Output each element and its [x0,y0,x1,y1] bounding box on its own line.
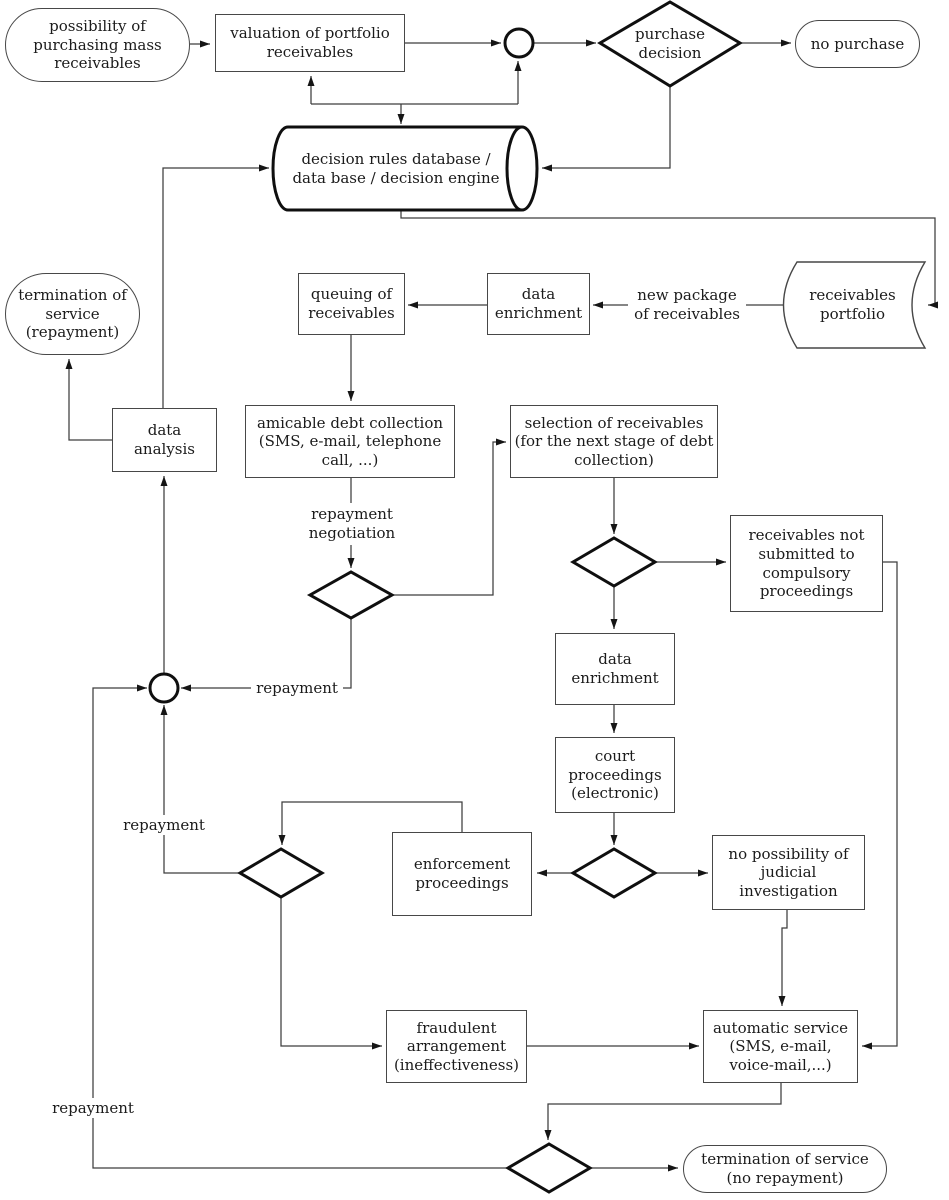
edge-label-new-package: new package of receivables [628,286,746,324]
node-valuation: valuation of portfolio receivables [215,14,405,72]
edge-diamond-repayment-to-circle [181,618,352,692]
receivables-portfolio-shape [782,261,927,349]
node-automatic-service: automatic service (SMS, e-mail, voice-ma… [703,1010,858,1083]
edge-analysis-to-termination [65,359,112,441]
edge-left-diamond-repayment-to-circle [160,705,240,874]
edge-label-repayment-bottom: repayment [47,1098,139,1118]
node-no-purchase: no purchase [795,20,920,68]
node-termination-no-repayment: termination of service (no repayment) [683,1145,887,1193]
database-cylinder-cap [505,125,539,212]
node-selection-of-receivables: selection of receivables (for the next s… [510,405,718,478]
edge-label-repayment-mid: repayment [251,678,343,698]
purchase-decision-diamond [597,0,743,88]
edge-database-to-portfolio [400,210,938,309]
submission-diamond [570,536,658,588]
merge-connector-left [148,672,180,704]
edge-label-repayment-negotiation: repayment negotiation [298,503,406,545]
node-decision-db-label: decision rules database / data base / de… [292,150,500,187]
merge-connector-top [503,27,535,59]
node-data-enrichment-2: data enrichment [555,633,675,705]
node-no-possibility: no possibility of judicial investigation [712,835,865,910]
edge-decision-to-database [542,86,671,172]
court-outcome-diamond [570,847,658,899]
edge-left-diamond-to-fraudulent [280,897,382,1050]
edge-diamond-to-selection [392,438,506,596]
final-outcome-diamond [505,1142,593,1194]
node-termination-repayment: termination of service (repayment) [5,273,140,355]
node-receivables-not-submitted: receivables not submitted to compulsory … [730,515,883,612]
node-data-analysis: data analysis [112,408,217,472]
node-possibility-of-purchasing: possibility of purchasing mass receivabl… [5,8,190,82]
node-purchase-decision-label: purchase decision [634,25,705,62]
edge-label-repayment-left: repayment [118,815,210,835]
edge-not-submitted-to-automatic [862,561,898,1050]
repayment-diamond-1 [306,570,396,620]
node-amicable-debt-collection: amicable debt collection (SMS, e-mail, t… [245,405,455,478]
edge-analysis-to-database [162,164,269,408]
node-data-enrichment-1: data enrichment [487,273,590,335]
database-cylinder-body [271,125,522,212]
enforcement-outcome-diamond [237,847,325,899]
node-fraudulent-arrangement: fraudulent arrangement (ineffectiveness) [386,1010,527,1083]
shapes [148,0,743,1194]
edge-enforcement-to-left-diamond [278,801,463,845]
node-enforcement-proceedings: enforcement proceedings [392,832,532,916]
node-queuing: queuing of receivables [298,273,405,335]
node-court-proceedings: court proceedings (electronic) [555,737,675,813]
edge-no-possibility-to-automatic [778,910,788,1006]
edge-automatic-to-final-diamond [544,1083,782,1140]
node-receivables-portfolio-label: receivables portfolio [809,286,896,323]
edge-final-repayment-to-circle [92,684,508,1169]
edges [65,39,938,1172]
